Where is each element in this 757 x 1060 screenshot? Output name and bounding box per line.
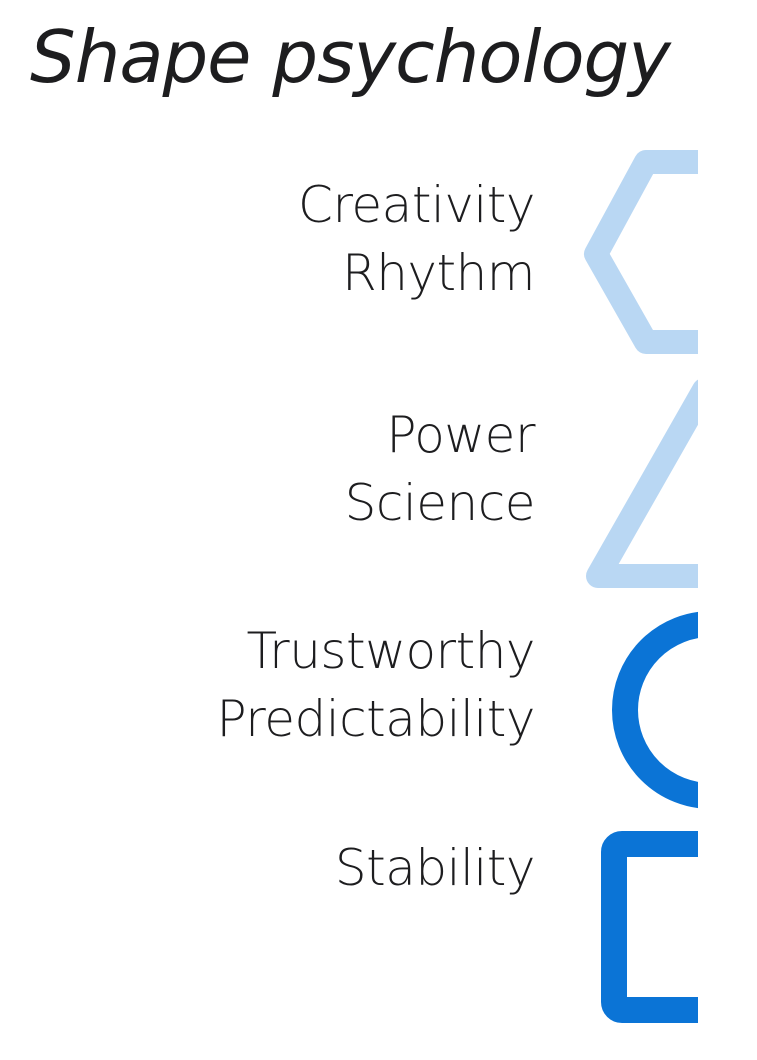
square-icon bbox=[601, 831, 698, 1023]
label-group-square: Stability bbox=[334, 834, 536, 902]
hexagon-icon bbox=[584, 150, 698, 354]
triangle-icon bbox=[586, 379, 698, 588]
label-predictability: Predictability bbox=[216, 690, 536, 748]
label-stability: Stability bbox=[334, 839, 536, 897]
label-group-triangle: Power Science bbox=[344, 401, 536, 537]
label-group-hexagon: Creativity Rhythm bbox=[298, 171, 535, 307]
label-trustworthy: Trustworthy bbox=[246, 622, 535, 680]
page-title: Shape psychology bbox=[30, 15, 671, 99]
label-science: Science bbox=[344, 474, 536, 532]
label-power: Power bbox=[386, 406, 535, 464]
label-rhythm: Rhythm bbox=[341, 244, 536, 302]
label-group-circle: Trustworthy Predictability bbox=[216, 617, 536, 753]
circle-icon bbox=[612, 611, 698, 809]
label-creativity: Creativity bbox=[298, 176, 535, 234]
